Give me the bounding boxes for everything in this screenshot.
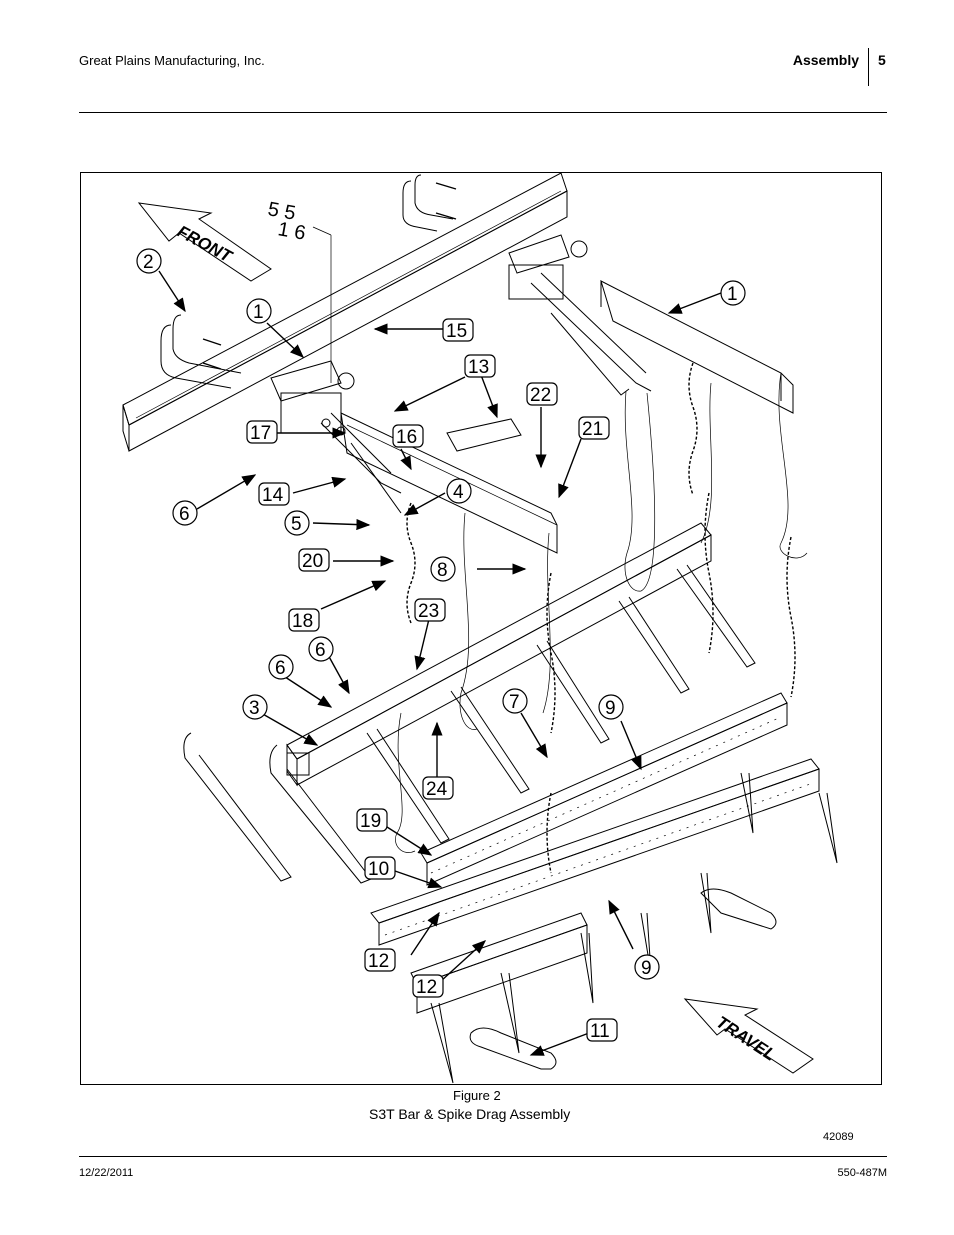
svg-text:10: 10	[368, 859, 389, 880]
callout-1a: 1	[246, 298, 272, 324]
footer-manual-number: 550-487M	[837, 1167, 887, 1179]
callout-9b: 9	[634, 954, 660, 980]
u-bolt-left	[160, 314, 242, 389]
footer-date: 12/22/2011	[79, 1167, 134, 1179]
travel-arrow: TRAVEL	[683, 998, 814, 1074]
callout-20: 20	[298, 548, 330, 572]
svg-text:6: 6	[275, 658, 286, 679]
svg-text:12: 12	[368, 951, 389, 972]
callout-21: 21	[578, 416, 610, 440]
callout-4: 4	[446, 478, 472, 504]
front-label: FRONT	[174, 222, 236, 267]
dimension-bottom: 1 6	[276, 218, 307, 244]
svg-text:21: 21	[582, 419, 603, 440]
travel-label: TRAVEL	[713, 1012, 779, 1064]
drawing-number: 42089	[823, 1131, 854, 1143]
u-bolt-right	[402, 174, 457, 232]
footer-rule	[79, 1156, 887, 1157]
svg-text:11: 11	[590, 1021, 610, 1042]
front-arrow: FRONT	[137, 202, 272, 282]
callout-7: 7	[502, 688, 528, 714]
callout-3: 3	[242, 694, 268, 720]
svg-text:15: 15	[446, 321, 467, 342]
svg-text:9: 9	[641, 958, 652, 979]
svg-text:2: 2	[143, 252, 154, 273]
svg-text:14: 14	[262, 485, 284, 506]
spike-bar-lower	[370, 758, 820, 1014]
svg-text:1: 1	[727, 284, 738, 305]
page-number: 5	[878, 52, 886, 68]
callout-5: 5	[284, 510, 310, 536]
svg-text:23: 23	[418, 601, 439, 622]
callout-23: 23	[414, 598, 446, 622]
callout-14: 14	[258, 482, 290, 506]
figure-number: Figure 2	[453, 1088, 501, 1103]
toolbar-tube	[122, 173, 568, 452]
svg-text:7: 7	[509, 692, 520, 713]
svg-text:24: 24	[426, 779, 448, 800]
svg-text:13: 13	[468, 357, 489, 378]
header-rule	[79, 112, 887, 113]
figure-title: S3T Bar & Spike Drag Assembly	[369, 1106, 571, 1122]
bottom-links	[469, 888, 777, 1070]
callout-10: 10	[364, 856, 396, 880]
chains	[406, 362, 796, 874]
callout-15: 15	[442, 318, 474, 342]
callout-24: 24	[422, 776, 454, 800]
callout-12b: 12	[412, 974, 444, 998]
callout-13: 13	[464, 354, 496, 378]
callout-12a: 12	[364, 948, 396, 972]
header-section: Assembly	[792, 52, 859, 68]
center-bar-tube	[340, 412, 558, 554]
callout-1b: 1	[720, 280, 746, 306]
svg-text:9: 9	[605, 698, 616, 719]
svg-text:5: 5	[291, 514, 302, 535]
spike-bar-upper	[420, 692, 788, 886]
callout-18: 18	[288, 608, 320, 632]
svg-text:16: 16	[396, 427, 417, 448]
callout-2: 2	[136, 248, 162, 274]
callout-6a: 6	[172, 500, 198, 526]
upper-arm-right	[600, 280, 794, 414]
swing-arms	[320, 272, 652, 514]
svg-text:19: 19	[360, 811, 381, 832]
dimension-top: 5 5	[266, 198, 297, 224]
header-company: Great Plains Manufacturing, Inc.	[79, 53, 265, 68]
drawbar-tube	[286, 522, 712, 787]
spikes	[430, 772, 838, 1084]
strap-loops	[395, 372, 808, 853]
callout-16: 16	[392, 424, 424, 448]
callout-11: 11	[586, 1018, 618, 1042]
svg-text:12: 12	[416, 977, 437, 998]
svg-text:17: 17	[250, 423, 271, 444]
svg-text:3: 3	[249, 698, 260, 719]
callout-6c: 6	[268, 654, 294, 680]
callout-6b: 6	[308, 636, 334, 662]
svg-text:8: 8	[437, 560, 448, 581]
svg-text:6: 6	[179, 504, 190, 525]
svg-text:1: 1	[253, 302, 264, 323]
callout-19: 19	[356, 808, 388, 832]
header-divider	[868, 48, 869, 86]
svg-text:6: 6	[315, 640, 326, 661]
figure-frame: FRONT 5 5 1 6	[80, 172, 882, 1085]
svg-text:20: 20	[302, 551, 323, 572]
spring-tines	[183, 564, 756, 884]
svg-text:18: 18	[292, 611, 313, 632]
right-mount	[508, 234, 588, 300]
callout-22: 22	[526, 382, 558, 406]
callout-8: 8	[430, 556, 456, 582]
svg-text:22: 22	[530, 385, 551, 406]
svg-text:4: 4	[453, 482, 464, 503]
assembly-drawing: FRONT 5 5 1 6	[122, 173, 838, 1084]
callout-9a: 9	[598, 694, 624, 720]
callout-17: 17	[246, 420, 278, 444]
leader-arrows	[158, 270, 722, 1056]
